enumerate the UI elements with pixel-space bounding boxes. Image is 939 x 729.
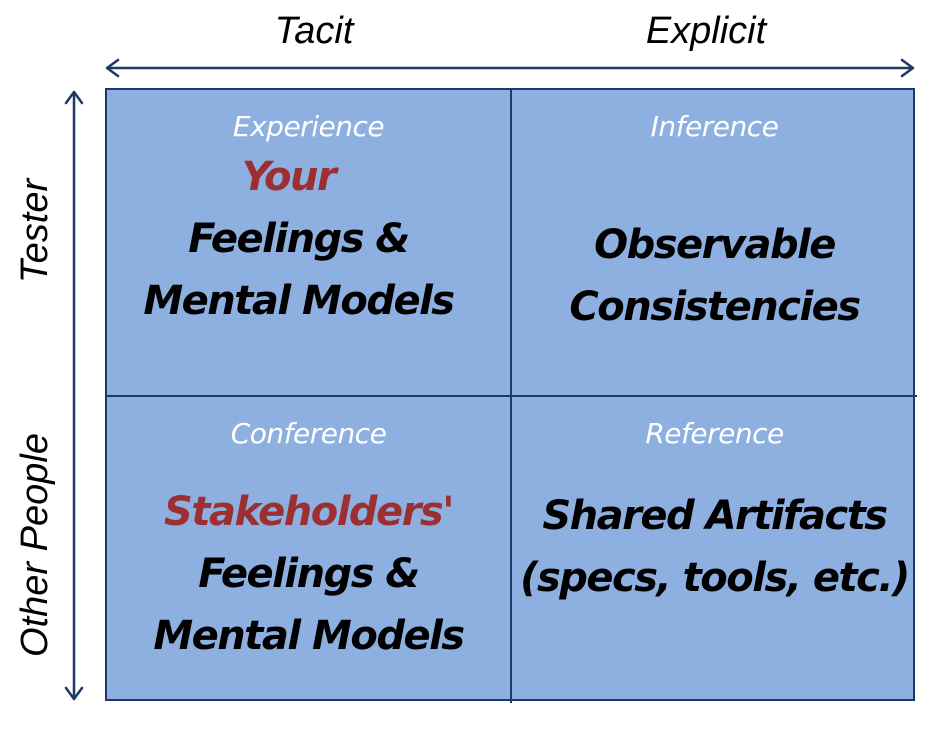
content-line-2: Mental Models — [153, 613, 465, 659]
content-line-1: Shared Artifacts — [542, 493, 888, 539]
row-header-tester: Tester — [14, 178, 56, 284]
content-line-1: Observable — [594, 222, 836, 268]
quadrant-label-reference: Reference — [645, 417, 784, 450]
content-line-1: Feelings & — [188, 216, 410, 262]
quadrant-content-inference: Observable Consistencies — [512, 214, 917, 338]
quadrant-label-conference: Conference — [230, 417, 387, 450]
quadrant-content-conference: Stakeholders' Feelings & Mental Models — [107, 481, 510, 667]
accent-text-stakeholders: Stakeholders' — [164, 489, 454, 535]
content-line-2: (specs, tools, etc.) — [520, 555, 910, 601]
content-line-2: Mental Models — [143, 278, 455, 324]
quadrant-grid: Experience Your Feelings & Mental Models… — [105, 88, 917, 703]
quadrant-content-reference: Shared Artifacts (specs, tools, etc.) — [512, 485, 917, 609]
quadrant-inference: Inference Observable Consistencies — [512, 90, 917, 397]
content-line-2: Consistencies — [569, 284, 861, 330]
column-header-tacit: Tacit — [274, 10, 354, 52]
quadrant-experience: Experience Your Feelings & Mental Models — [107, 90, 512, 397]
row-header-other-people: Other People — [14, 433, 56, 657]
column-header-explicit: Explicit — [645, 10, 767, 52]
quadrant-content-experience: Your Feelings & Mental Models — [107, 146, 510, 332]
horizontal-double-arrow-icon — [105, 58, 915, 78]
quadrant-conference: Conference Stakeholders' Feelings & Ment… — [107, 397, 512, 703]
accent-text-your: Your — [241, 154, 337, 200]
quadrant-reference: Reference Shared Artifacts (specs, tools… — [512, 397, 917, 703]
content-line-1: Feelings & — [198, 551, 420, 597]
quadrant-label-experience: Experience — [232, 110, 385, 143]
quadrant-label-inference: Inference — [650, 110, 779, 143]
